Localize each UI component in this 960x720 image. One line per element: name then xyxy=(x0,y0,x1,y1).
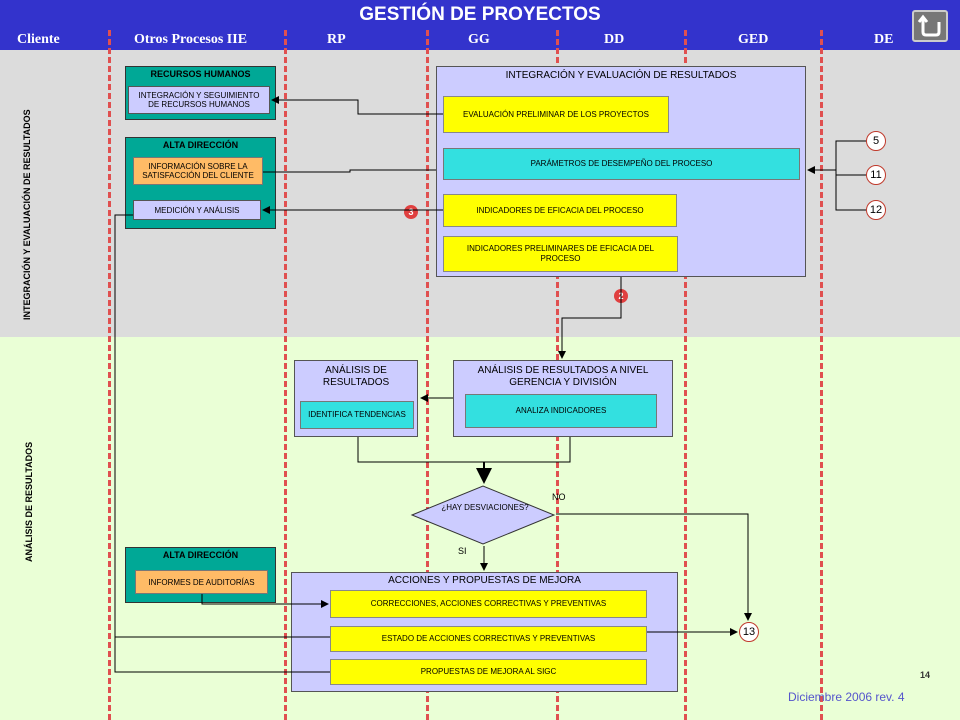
decision-question: ¿HAY DESVIACIONES? xyxy=(441,503,529,512)
lane-divider xyxy=(820,30,823,720)
lane-divider xyxy=(426,30,429,720)
lane-label-rp: RP xyxy=(327,32,346,47)
integracion-evaluacion-title: INTEGRACIÓN Y EVALUACIÓN DE RESULTADOS xyxy=(505,70,737,81)
alta-direccion-title: ALTA DIRECCIÓN xyxy=(162,140,239,150)
revision-date: Diciembre 2006 rev. 4 xyxy=(788,690,905,704)
recursos-humanos-title: RECURSOS HUMANOS xyxy=(150,69,251,79)
correcciones-acciones-item[interactable]: CORRECCIONES, ACCIONES CORRECTIVAS Y PRE… xyxy=(330,590,647,618)
connector-13[interactable]: 13 xyxy=(739,622,759,642)
integracion-seguimiento-rh[interactable]: INTEGRACIÓN Y SEGUIMIENTO DE RECURSOS HU… xyxy=(128,86,270,114)
acciones-propuestas-title: ACCIONES Y PROPUESTAS DE MEJORA xyxy=(388,575,581,586)
header-bar xyxy=(0,0,960,50)
indicadores-preliminares-item[interactable]: INDICADORES PRELIMINARES DE EFICACIA DEL… xyxy=(443,236,678,272)
analiza-indicadores-item[interactable]: ANALIZA INDICADORES xyxy=(465,394,657,428)
lane-label-ged: GED xyxy=(738,32,769,47)
decision-no-label: NO xyxy=(552,492,566,502)
lane-label-gg: GG xyxy=(468,32,490,47)
alta-direccion-auditorias-title: ALTA DIRECCIÓN xyxy=(162,550,239,560)
connector-11[interactable]: 11 xyxy=(866,165,886,185)
connector-12[interactable]: 12 xyxy=(866,200,886,220)
home-return-button[interactable] xyxy=(912,10,948,42)
lane-label-de: DE xyxy=(874,32,894,47)
lane-divider xyxy=(284,30,287,720)
medicion-analisis-item[interactable]: MEDICIÓN Y ANÁLISIS xyxy=(133,200,261,220)
lane-divider xyxy=(684,30,687,720)
connector-5[interactable]: 5 xyxy=(866,131,886,151)
lane-divider xyxy=(108,30,111,720)
lane-label-dd: DD xyxy=(604,32,625,47)
page-number: 14 xyxy=(920,670,931,680)
lane-label-otros-procesos: Otros Procesos IIE xyxy=(134,32,248,47)
analisis-resultados-title: ANÁLISIS DE RESULTADOS xyxy=(322,365,390,388)
lane-label-cliente: Cliente xyxy=(17,32,60,47)
connector-3[interactable]: 3 xyxy=(404,205,418,219)
satisfaccion-cliente-item[interactable]: INFORMACIÓN SOBRE LA SATISFACCIÓN DEL CL… xyxy=(133,157,263,185)
indicadores-eficacia-item[interactable]: INDICADORES DE EFICACIA DEL PROCESO xyxy=(443,194,677,227)
informes-auditorias-item[interactable]: INFORMES DE AUDITORÍAS xyxy=(135,570,268,594)
analisis-gerencia-title: ANÁLISIS DE RESULTADOS A NIVEL GERENCIA … xyxy=(477,365,649,388)
identifica-tendencias-item[interactable]: IDENTIFICA TENDENCIAS xyxy=(300,401,414,429)
page-title: GESTIÓN DE PROYECTOS xyxy=(359,4,601,25)
evaluacion-preliminar-item[interactable]: EVALUACIÓN PRELIMINAR DE LOS PROYECTOS xyxy=(443,96,669,133)
propuestas-mejora-item[interactable]: PROPUESTAS DE MEJORA AL SIGC xyxy=(330,659,647,685)
estado-acciones-item[interactable]: ESTADO DE ACCIONES CORRECTIVAS Y PREVENT… xyxy=(330,626,647,652)
home-return-icon xyxy=(917,14,941,37)
decision-si-label: SI xyxy=(458,546,467,556)
parametros-desempeno-item[interactable]: PARÁMETROS DE DESEMPEÑO DEL PROCESO xyxy=(443,148,800,180)
decision-diamond[interactable] xyxy=(410,484,556,546)
